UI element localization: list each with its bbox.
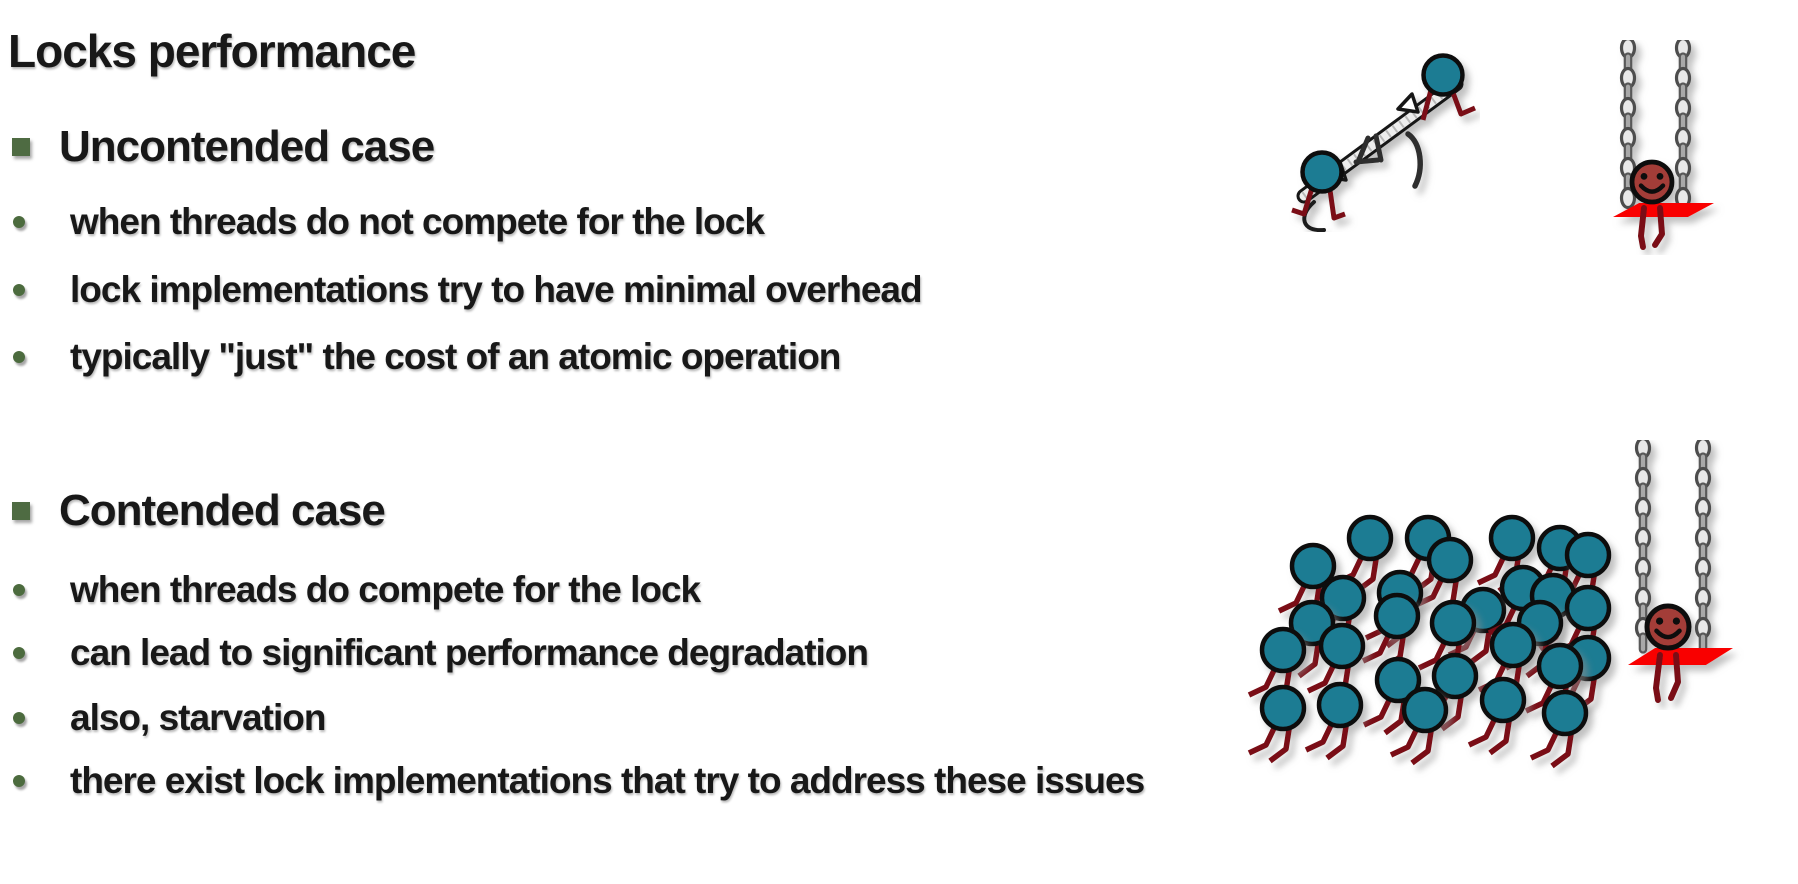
- dot-bullet-icon: [13, 712, 25, 724]
- section-heading-text: Uncontended case: [59, 122, 435, 171]
- dot-bullet-icon: [13, 284, 25, 296]
- dot-bullet-icon: [13, 216, 25, 228]
- bullet-row: there exist lock implementations that tr…: [13, 760, 1145, 802]
- dot-bullet-icon: [13, 584, 25, 596]
- dot-bullet-icon: [13, 351, 25, 363]
- bullet-row: lock implementations try to have minimal…: [13, 269, 923, 311]
- bullet-row: also, starvation: [13, 697, 326, 739]
- bullet-text: also, starvation: [70, 697, 326, 738]
- bullet-text: lock implementations try to have minimal…: [70, 269, 923, 310]
- dot-bullet-icon: [13, 647, 25, 659]
- bullet-text: typically "just" the cost of an atomic o…: [70, 336, 841, 377]
- section-heading-uncontended: Uncontended case: [12, 122, 435, 172]
- square-bullet-icon: [12, 138, 30, 156]
- bullet-row: when threads do compete for the lock: [13, 569, 701, 611]
- seesaw-image: [1280, 42, 1480, 232]
- bullet-text: when threads do compete for the lock: [70, 569, 701, 610]
- bullet-text: there exist lock implementations that tr…: [70, 760, 1145, 801]
- swing-single-image: [1600, 40, 1735, 255]
- bullet-row: typically "just" the cost of an atomic o…: [13, 336, 841, 378]
- swing-contended-image: [1615, 440, 1765, 710]
- bullet-text: can lead to significant performance degr…: [70, 632, 869, 673]
- section-heading-contended: Contended case: [12, 486, 386, 536]
- bullet-row: can lead to significant performance degr…: [13, 632, 869, 674]
- bullet-text: when threads do not compete for the lock: [70, 201, 765, 242]
- crowd-image: [1240, 498, 1640, 810]
- slide-title: Locks performance: [8, 25, 416, 77]
- section-heading-text: Contended case: [59, 486, 386, 535]
- dot-bullet-icon: [13, 775, 25, 787]
- bullet-row: when threads do not compete for the lock: [13, 201, 765, 243]
- square-bullet-icon: [12, 502, 30, 520]
